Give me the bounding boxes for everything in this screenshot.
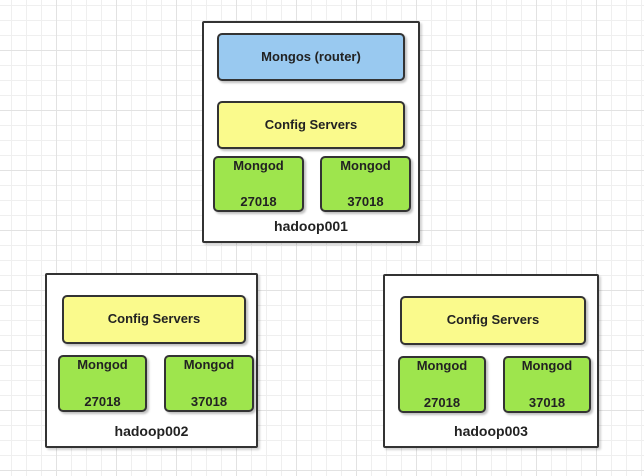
mongod-37018-box: Mongod 37018 [320, 156, 411, 212]
mongod-name: Mongod [416, 358, 468, 374]
mongod-27018-box: Mongod 27018 [398, 356, 486, 413]
mongod-name: Mongod [233, 157, 284, 173]
mongod-port: 37018 [190, 393, 228, 409]
mongod-name: Mongod [183, 357, 235, 373]
mongod-27018-box: Mongod 27018 [213, 156, 304, 212]
mongod-port: 27018 [84, 393, 121, 409]
node-hadoop001: Mongos (router) Config Servers Mongod 27… [202, 21, 420, 243]
mongos-router-box: Mongos (router) [217, 33, 405, 81]
mongod-port: 37018 [347, 194, 384, 210]
node-hadoop002: Config Servers Mongod 27018 Mongod 37018… [45, 273, 258, 448]
config-servers-label: Config Servers [446, 312, 540, 328]
mongos-router-label: Mongos (router) [261, 48, 361, 64]
mongod-name: Mongod [77, 357, 128, 373]
mongod-name: Mongod [340, 157, 391, 173]
mongod-27018-box: Mongod 27018 [58, 355, 147, 412]
node-hadoop003: Config Servers Mongod 27018 Mongod 37018… [383, 274, 599, 448]
node-label-hadoop001: hadoop001 [274, 218, 348, 234]
mongod-37018-box: Mongod 37018 [503, 356, 591, 413]
mongod-name: Mongod [521, 358, 573, 374]
mongod-port: 27018 [240, 194, 277, 210]
config-servers-label: Config Servers [107, 311, 201, 327]
config-servers-box: Config Servers [62, 295, 246, 344]
config-servers-box: Config Servers [217, 101, 405, 149]
config-servers-box: Config Servers [400, 296, 586, 345]
node-label-hadoop003: hadoop003 [454, 423, 528, 439]
mongod-port: 37018 [528, 394, 566, 410]
mongod-port: 27018 [423, 394, 461, 410]
config-servers-label: Config Servers [264, 116, 358, 132]
mongod-37018-box: Mongod 37018 [164, 355, 254, 412]
node-label-hadoop002: hadoop002 [114, 423, 189, 439]
